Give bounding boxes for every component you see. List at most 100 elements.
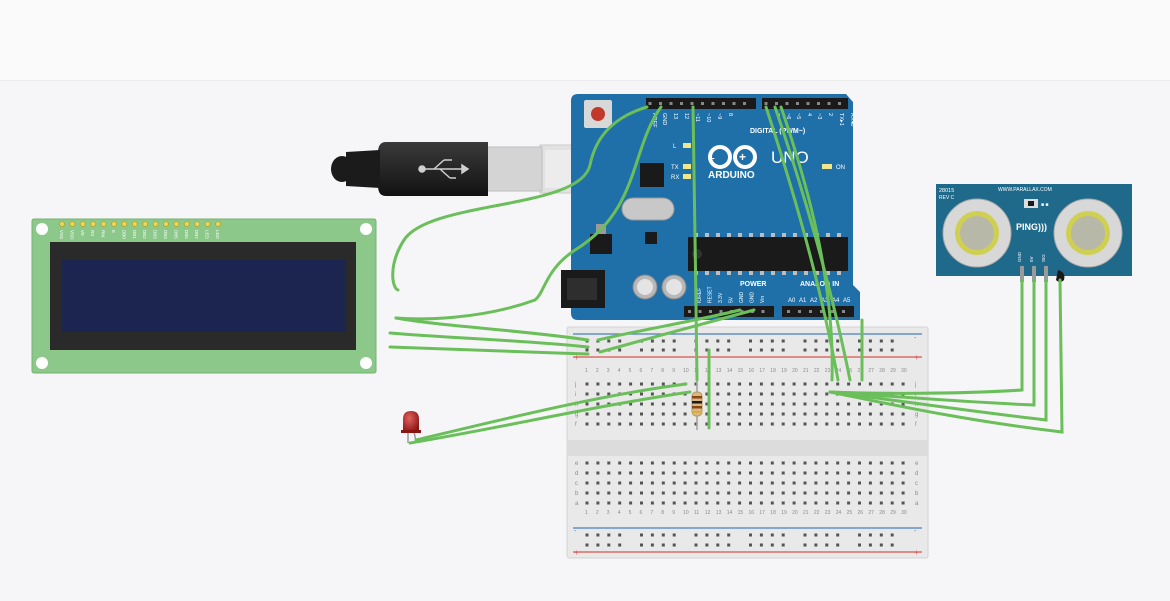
breadboard-hole[interactable] (814, 382, 818, 386)
breadboard-hole[interactable] (759, 501, 763, 505)
breadboard-hole[interactable] (803, 491, 807, 495)
breadboard-hole[interactable] (792, 402, 796, 406)
header-pin[interactable] (690, 102, 694, 105)
breadboard-hole[interactable] (683, 461, 687, 465)
breadboard-hole[interactable] (901, 491, 905, 495)
breadboard-hole[interactable] (694, 491, 698, 495)
breadboard-hole[interactable] (901, 461, 905, 465)
breadboard-hole[interactable] (596, 382, 600, 386)
lcd-pin[interactable] (215, 221, 221, 227)
breadboard-hole[interactable] (749, 412, 752, 416)
breadboard-hole[interactable] (640, 412, 643, 416)
breadboard-hole[interactable] (607, 491, 611, 495)
breadboard-hole[interactable] (650, 501, 654, 505)
lcd-pin[interactable] (79, 221, 86, 227)
breadboard-hole[interactable] (825, 392, 829, 396)
breadboard-hole[interactable] (836, 491, 840, 495)
wire-led-anode[interactable] (414, 382, 688, 442)
breadboard-hole[interactable] (683, 402, 687, 406)
rail-hole[interactable] (803, 543, 807, 547)
breadboard-hole[interactable] (847, 481, 851, 485)
rail-hole[interactable] (836, 543, 840, 547)
breadboard-hole[interactable] (661, 491, 665, 495)
rail-hole[interactable] (879, 543, 883, 547)
breadboard-hole[interactable] (727, 392, 731, 396)
rail-hole[interactable] (814, 348, 818, 352)
rail-hole[interactable] (661, 348, 665, 352)
breadboard-hole[interactable] (640, 402, 643, 406)
rail-hole[interactable] (694, 533, 698, 537)
breadboard-hole[interactable] (890, 481, 894, 485)
breadboard-hole[interactable] (792, 382, 796, 386)
breadboard-hole[interactable] (650, 422, 654, 426)
breadboard-hole[interactable] (781, 382, 785, 386)
rail-hole[interactable] (596, 348, 600, 352)
breadboard-hole[interactable] (640, 471, 643, 475)
header-pin[interactable] (809, 310, 812, 313)
rail-hole[interactable] (749, 339, 752, 343)
breadboard-hole[interactable] (759, 491, 763, 495)
rail-hole[interactable] (640, 543, 643, 547)
breadboard-hole[interactable] (727, 491, 731, 495)
breadboard-hole[interactable] (781, 422, 785, 426)
breadboard-hole[interactable] (683, 471, 687, 475)
breadboard-holes[interactable] (585, 339, 905, 547)
breadboard-hole[interactable] (770, 382, 774, 386)
header-pin[interactable] (743, 102, 746, 105)
breadboard-hole[interactable] (879, 501, 883, 505)
rail-hole[interactable] (640, 348, 643, 352)
breadboard-hole[interactable] (803, 471, 807, 475)
lcd-pin[interactable] (183, 221, 190, 227)
breadboard-hole[interactable] (738, 392, 742, 396)
breadboard-hole[interactable] (738, 471, 742, 475)
breadboard-hole[interactable] (759, 382, 763, 386)
rail-hole[interactable] (585, 348, 589, 352)
breadboard-hole[interactable] (814, 501, 818, 505)
breadboard-hole[interactable] (792, 422, 796, 426)
breadboard-hole[interactable] (749, 491, 752, 495)
header-pin[interactable] (740, 310, 744, 313)
rail-hole[interactable] (705, 543, 709, 547)
wire-lcd-rail-3[interactable] (388, 345, 590, 356)
wire-ping-extra[interactable] (828, 278, 1064, 434)
breadboard-hole[interactable] (607, 461, 611, 465)
breadboard-hole[interactable] (749, 382, 752, 386)
header-pin[interactable] (680, 102, 683, 105)
breadboard-hole[interactable] (672, 501, 676, 505)
breadboard-hole[interactable] (825, 501, 829, 505)
breadboard-hole[interactable] (607, 501, 611, 505)
breadboard-hole[interactable] (694, 471, 698, 475)
lcd-pin[interactable] (194, 221, 201, 227)
header-pin[interactable] (827, 102, 831, 105)
rail-hole[interactable] (781, 543, 785, 547)
wire-lcd-rail-2[interactable] (388, 331, 590, 349)
breadboard-hole[interactable] (661, 422, 665, 426)
breadboard-hole[interactable] (596, 422, 600, 426)
rail-hole[interactable] (868, 543, 872, 547)
breadboard-hole[interactable] (738, 382, 742, 386)
breadboard-hole[interactable] (705, 481, 709, 485)
breadboard-hole[interactable] (749, 501, 752, 505)
breadboard-hole[interactable] (868, 471, 872, 475)
header-pin[interactable] (842, 310, 845, 313)
breadboard-hole[interactable] (890, 412, 894, 416)
breadboard-hole[interactable] (738, 461, 742, 465)
breadboard-hole[interactable] (738, 402, 742, 406)
ping-pin[interactable] (1020, 266, 1024, 282)
breadboard-hole[interactable] (868, 491, 872, 495)
breadboard-hole[interactable] (738, 412, 742, 416)
breadboard-hole[interactable] (868, 402, 872, 406)
breadboard-hole[interactable] (607, 382, 611, 386)
breadboard-hole[interactable] (694, 481, 698, 485)
breadboard-hole[interactable] (738, 491, 742, 495)
breadboard-hole[interactable] (825, 382, 829, 386)
breadboard-hole[interactable] (629, 382, 633, 386)
breadboard-hole[interactable] (770, 491, 774, 495)
breadboard-hole[interactable] (770, 481, 774, 485)
breadboard-hole[interactable] (705, 392, 709, 396)
rail-hole[interactable] (890, 533, 894, 537)
breadboard-hole[interactable] (792, 412, 796, 416)
breadboard-hole[interactable] (694, 422, 698, 426)
breadboard-hole[interactable] (585, 382, 589, 386)
breadboard-hole[interactable] (814, 412, 818, 416)
